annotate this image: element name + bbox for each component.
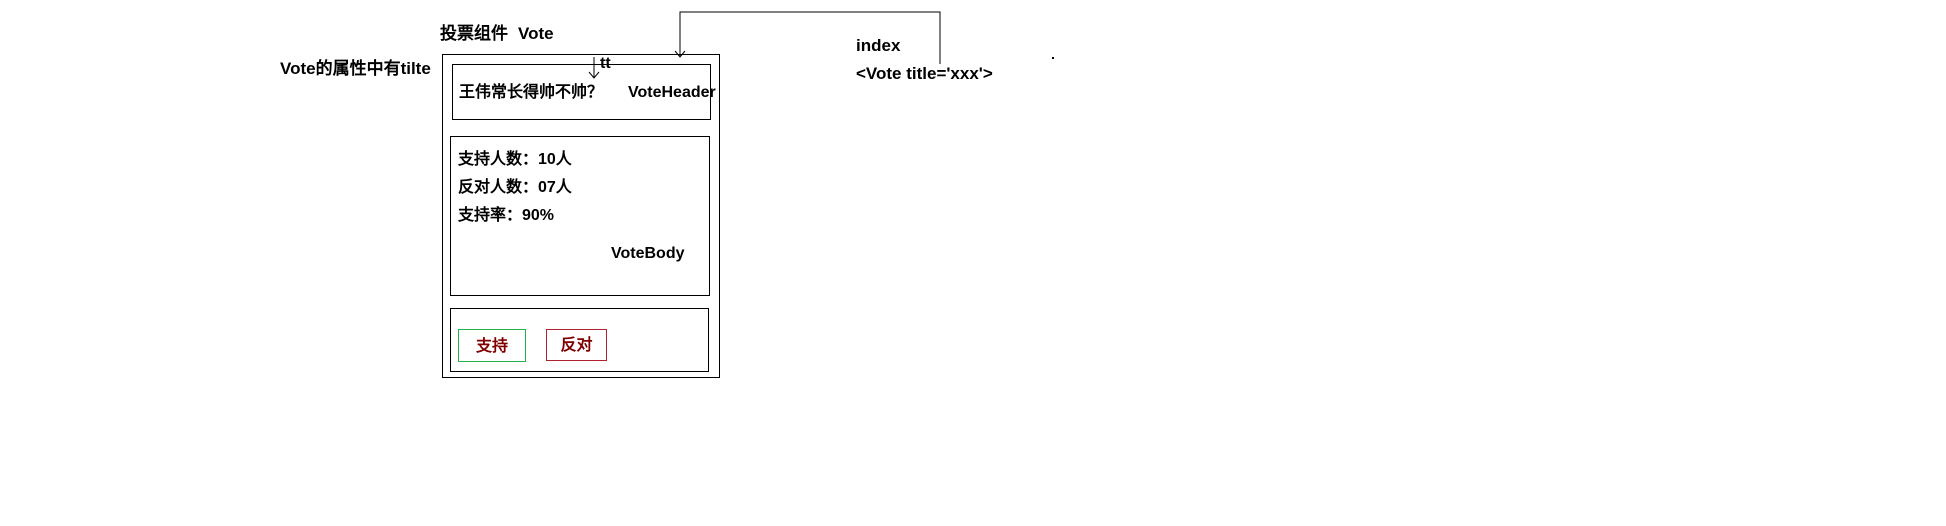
tt-arrowhead [588, 71, 600, 79]
vote-tag-label: <Vote title='xxx'> [856, 64, 993, 83]
support-rate: 支持率：90% [458, 207, 555, 224]
vote-props-label: Vote的属性中有tilte [280, 59, 431, 78]
vote-body-box [450, 136, 710, 296]
tt-label: tt [600, 55, 611, 72]
component-name-label: 投票组件 [440, 24, 508, 43]
index-to-vote-arrowhead [674, 50, 686, 58]
support-button[interactable]: 支持 [458, 329, 526, 362]
vote-question: 王伟常长得帅不帅？ [459, 84, 604, 101]
index-label: index [856, 36, 901, 55]
support-count: 支持人数：10人 [458, 151, 572, 168]
vote-header-name: VoteHeader [628, 84, 716, 101]
index-to-vote-line [679, 11, 941, 64]
vote-component-box [442, 54, 720, 378]
oppose-count: 反对人数：07人 [458, 179, 572, 196]
vote-header-box [452, 64, 711, 120]
vote-label: Vote [518, 24, 554, 43]
vote-footer-box [450, 308, 709, 372]
stray-dot [1052, 57, 1054, 59]
oppose-button[interactable]: 反对 [546, 329, 607, 361]
vote-body-name: VoteBody [611, 245, 685, 262]
